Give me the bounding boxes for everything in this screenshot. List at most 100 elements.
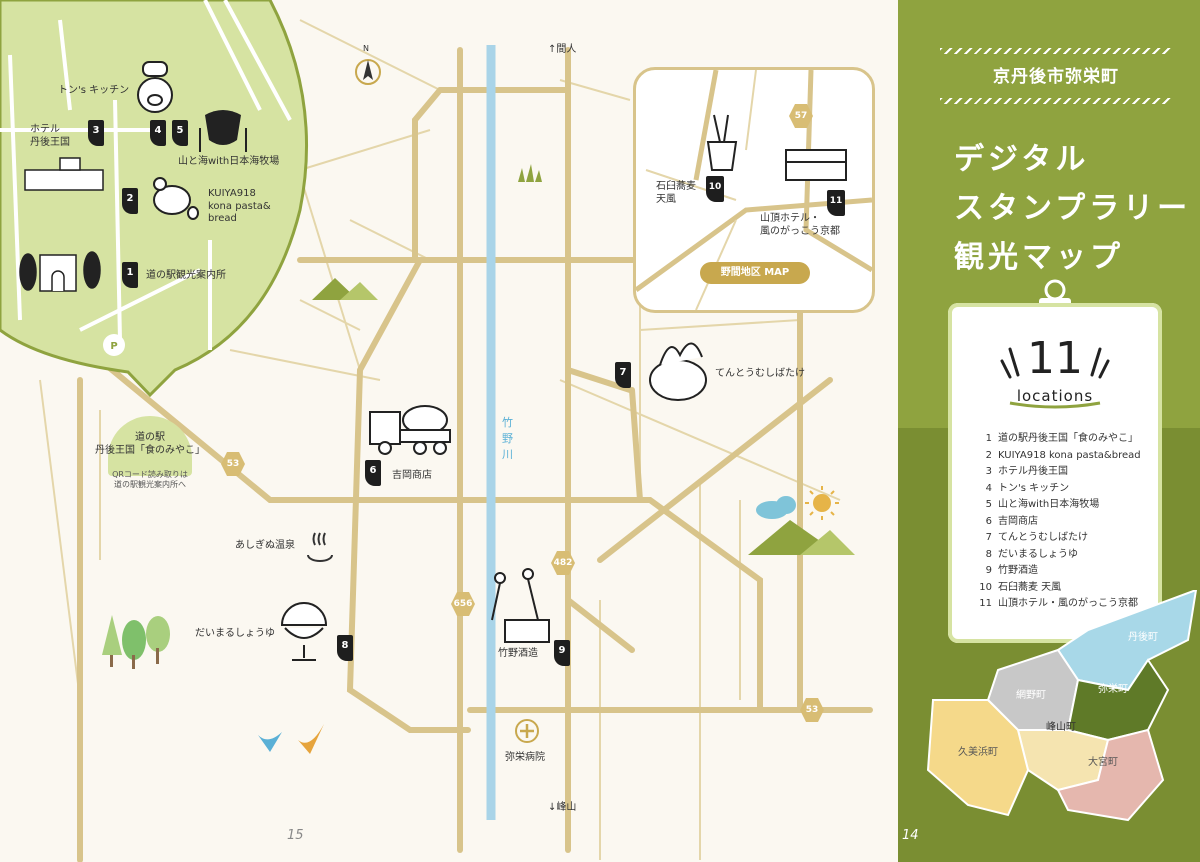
dessert-icon xyxy=(280,602,328,661)
side-panel: 京丹後市弥栄町 デジタル スタンプラリー 観光マップ 11 locations … xyxy=(898,0,1200,862)
hospital-label: 弥栄病院 xyxy=(505,752,545,763)
spot-label-5: 山と海with日本海牧場 xyxy=(178,156,280,167)
locations-label: locations xyxy=(1016,387,1094,405)
page-number-right: 14 xyxy=(902,828,919,843)
spot-pin-9[interactable]: 9 xyxy=(554,640,570,666)
region-tango[interactable] xyxy=(1056,590,1198,692)
sake-brewers-icon xyxy=(491,568,550,643)
road-number-57: 57 xyxy=(789,104,813,128)
spot-label-3: ホテル 丹後王国 xyxy=(30,124,70,148)
spot-pin-2[interactable]: 2 xyxy=(122,188,138,214)
spot-label-6: 吉岡商店 xyxy=(392,470,432,481)
direction-north: ↑間人 xyxy=(548,44,577,55)
chicken-icon xyxy=(153,177,199,220)
soba-bowl-icon xyxy=(706,114,738,171)
parking-text: P xyxy=(110,341,117,352)
grass-icon xyxy=(518,164,542,182)
road-number-482: 482 xyxy=(551,551,575,575)
north-label: N xyxy=(363,44,369,53)
spot-pin-6[interactable]: 6 xyxy=(365,460,381,486)
onsen-icon xyxy=(307,532,333,562)
pig-chef-icon xyxy=(137,61,173,113)
station-circle xyxy=(108,416,192,476)
minor-roads xyxy=(39,19,841,860)
region-kumihama[interactable] xyxy=(926,699,1030,817)
road-number-53b: 53 xyxy=(800,698,824,722)
spot-label-10: 石臼蕎麦 天風 xyxy=(656,181,696,205)
hospital-icon xyxy=(515,719,539,743)
spot-label-8: だいまるしょうゆ xyxy=(195,628,275,639)
locations-count: 11 xyxy=(1027,333,1083,384)
region-label-amino: 網野町 xyxy=(1016,688,1046,701)
burst-lines-icon xyxy=(1000,347,1110,409)
region-omiya[interactable] xyxy=(1056,728,1165,822)
side-subtitle: 京丹後市弥栄町 xyxy=(993,67,1119,87)
trees-icon xyxy=(102,615,170,669)
cloud-icon xyxy=(756,496,796,519)
spot-label-1: 道の駅観光案内所 xyxy=(146,270,226,281)
spot-label-11: 山頂ホテル・ 風のがっこう京都 xyxy=(760,213,840,237)
sun-icon xyxy=(805,486,839,520)
hotel-building-icon xyxy=(24,157,104,191)
spot-pin-3[interactable]: 3 xyxy=(88,120,104,146)
map-area: P xyxy=(0,0,875,862)
direction-south: ↓峰山 xyxy=(548,802,577,813)
region-map: 丹後町 網野町 弥栄町 峰山町 久美浜町 大宮町 xyxy=(926,590,1198,822)
station-title: 道の駅 丹後王国「食のみやこ」 xyxy=(95,432,205,456)
spot-label-9: 竹野酒造 xyxy=(498,648,538,659)
spot-label-7: てんとうむしばたけ xyxy=(715,368,805,379)
major-roads xyxy=(77,47,873,862)
side-title-line-2: スタンプラリー xyxy=(954,191,1192,226)
truck-icon xyxy=(369,405,451,455)
spot-pin-1[interactable]: 1 xyxy=(122,262,138,288)
spot-pin-5[interactable]: 5 xyxy=(172,120,188,146)
spot-label-2: KUIYA918 kona pasta& bread xyxy=(208,188,271,224)
region-label-tango: 丹後町 xyxy=(1128,630,1158,643)
spot-pin-7[interactable]: 7 xyxy=(615,362,631,388)
region-label-omiya: 大宮町 xyxy=(1088,755,1118,768)
station-building-icon xyxy=(19,251,101,292)
cow-icon xyxy=(199,110,247,152)
region-label-kumihama: 久美浜町 xyxy=(958,745,998,758)
road-number-656: 656 xyxy=(451,592,475,616)
road-network xyxy=(39,19,873,862)
mountain-icon xyxy=(312,278,378,300)
zigzag-bottom xyxy=(940,98,1172,104)
road-number-53a: 53 xyxy=(221,452,245,476)
side-title-line-3: 観光マップ xyxy=(954,240,1124,275)
spot-pin-4[interactable]: 4 xyxy=(150,120,166,146)
spot-pin-10[interactable]: 10 xyxy=(706,176,724,202)
zoom-bubble: P xyxy=(0,0,308,398)
vegetables-icon xyxy=(649,342,707,401)
inset-title: 野間地区 MAP xyxy=(700,262,810,284)
birds-icon xyxy=(258,724,324,754)
onsen-label: あしぎぬ温泉 xyxy=(235,540,295,551)
mountain-hotel-icon xyxy=(785,149,847,181)
zigzag-top xyxy=(940,48,1172,54)
region-label-yasaka: 弥栄町 xyxy=(1098,682,1128,695)
side-title-line-1: デジタル xyxy=(954,142,1090,177)
station-note: QRコード読み取りは 道の駅観光案内所へ xyxy=(112,470,188,489)
spot-pin-11[interactable]: 11 xyxy=(827,190,845,216)
north-arrow-icon xyxy=(355,59,381,85)
page-number-left: 15 xyxy=(287,828,304,843)
spot-pin-8[interactable]: 8 xyxy=(337,635,353,661)
spot-label-4: トン's キッチン xyxy=(58,85,130,96)
region-label-mineyama: 峰山町 xyxy=(1046,721,1076,733)
parking-icon xyxy=(103,334,125,356)
hills-icon xyxy=(748,520,855,555)
river-label: 竹野川 xyxy=(502,416,513,461)
